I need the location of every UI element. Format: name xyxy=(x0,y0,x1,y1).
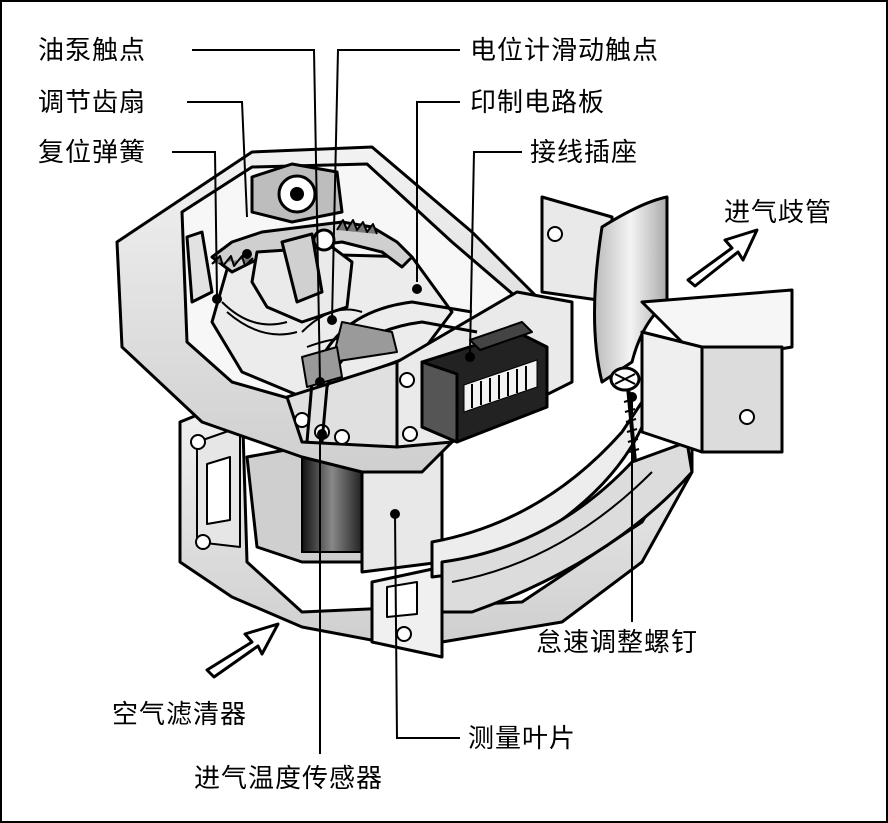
label-reset-spring: 复位弹簧 xyxy=(38,138,147,168)
label-wiring-socket: 接线插座 xyxy=(530,138,639,168)
label-potentiometer-slide-contact: 电位计滑动触点 xyxy=(470,36,660,66)
leader-lines xyxy=(172,49,633,754)
label-air-filter: 空气滤清器 xyxy=(112,700,248,730)
arrow-icon xyxy=(205,228,759,679)
label-intake-manifold: 进气歧管 xyxy=(724,198,833,228)
label-oil-pump-contact: 油泵触点 xyxy=(38,36,147,66)
label-intake-temp-sensor: 进气温度传感器 xyxy=(194,764,384,794)
label-adjust-sector-gear: 调节齿扇 xyxy=(38,88,147,118)
wiring-socket-connector xyxy=(420,321,549,444)
internal-mechanism xyxy=(210,162,478,443)
lower-channel-housing xyxy=(178,395,694,659)
label-measuring-vane: 测量叶片 xyxy=(468,724,577,754)
intake-manifold-pipe xyxy=(540,195,794,454)
label-idle-adjust-screw: 怠速调整螺钉 xyxy=(536,628,699,658)
label-printed-circuit-board: 印制电路板 xyxy=(470,88,606,118)
leader-dots xyxy=(212,249,637,519)
